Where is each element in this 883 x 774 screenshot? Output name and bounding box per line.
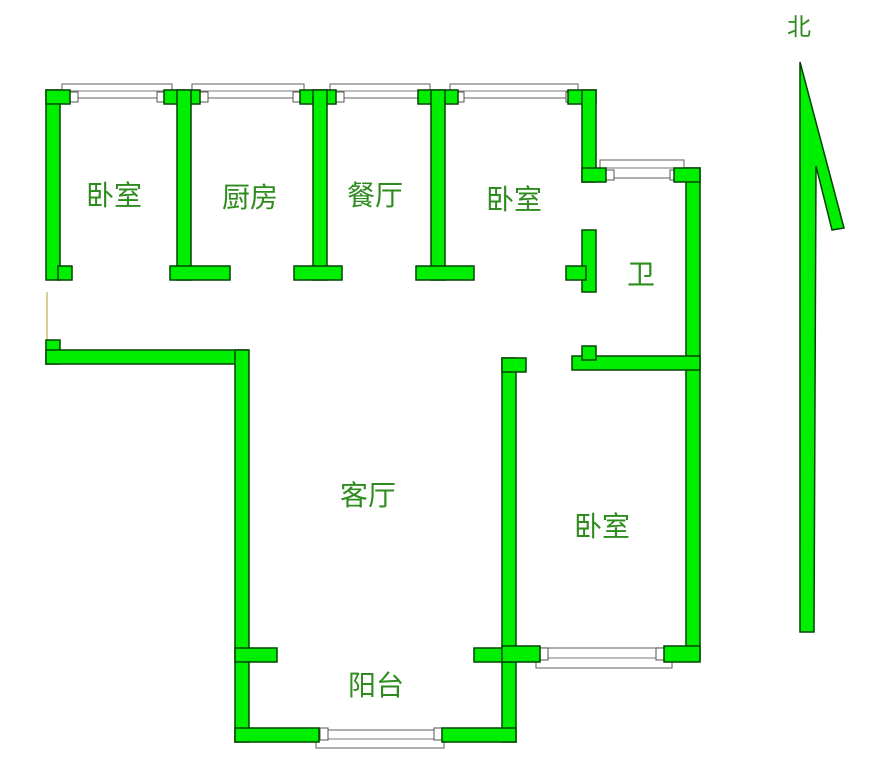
room-label-dining: 餐厅 [347,179,403,212]
wall-balcony-bottom-right [441,727,517,743]
wall-top-1 [45,89,71,105]
wall-bedroom-n-right-lower [581,229,597,293]
window-bedroom-n [449,83,579,103]
room-label-bathroom: 卫 [627,258,655,291]
wall-left-stub [57,265,73,281]
wall-left-upper [45,89,61,281]
wall-bathroom-door-stub [581,345,597,361]
window-kitchen [191,83,305,103]
room-label-living: 客厅 [340,479,396,512]
wall-bedroom-se-bottom-right [663,645,701,663]
window-balcony [315,727,445,749]
north-label: 北 [787,13,811,41]
room-label-bedroom-n: 卧室 [486,183,542,216]
room-label-bedroom-se: 卧室 [574,510,630,543]
wall-living-right [501,357,517,743]
north-arrow-icon [799,61,845,633]
walls [45,89,701,743]
window-bathroom [599,159,685,181]
wall-balcony-left-stub [234,647,278,663]
window-dining [329,83,431,103]
partition-1 [176,89,192,281]
window-bedroom-nw [61,83,173,103]
partition-3-foot [415,265,475,281]
wall-balcony-bottom-left [234,727,320,743]
room-label-balcony: 阳台 [348,669,404,702]
wall-bathroom-top-left [581,167,607,183]
room-label-kitchen: 厨房 [222,181,278,214]
partition-2-foot [293,265,343,281]
wall-living-top-left [45,349,249,365]
wall-living-left [234,349,250,743]
wall-bathroom-bottom [571,355,701,371]
wall-living-right-top [501,357,527,373]
window-bedroom-se [535,647,673,669]
partition-2 [312,89,328,281]
wall-bedroom-se-bottom-left [501,645,541,663]
wall-east [685,167,701,661]
room-labels: 卧室 厨房 餐厅 卧室 卫 客厅 卧室 阳台 [86,179,655,702]
room-label-bedroom-nw: 卧室 [86,179,142,212]
wall-east-top [673,167,701,183]
wall-bedroom-n-stub [565,265,587,281]
partition-3 [430,89,446,281]
partition-1-foot [169,265,231,281]
